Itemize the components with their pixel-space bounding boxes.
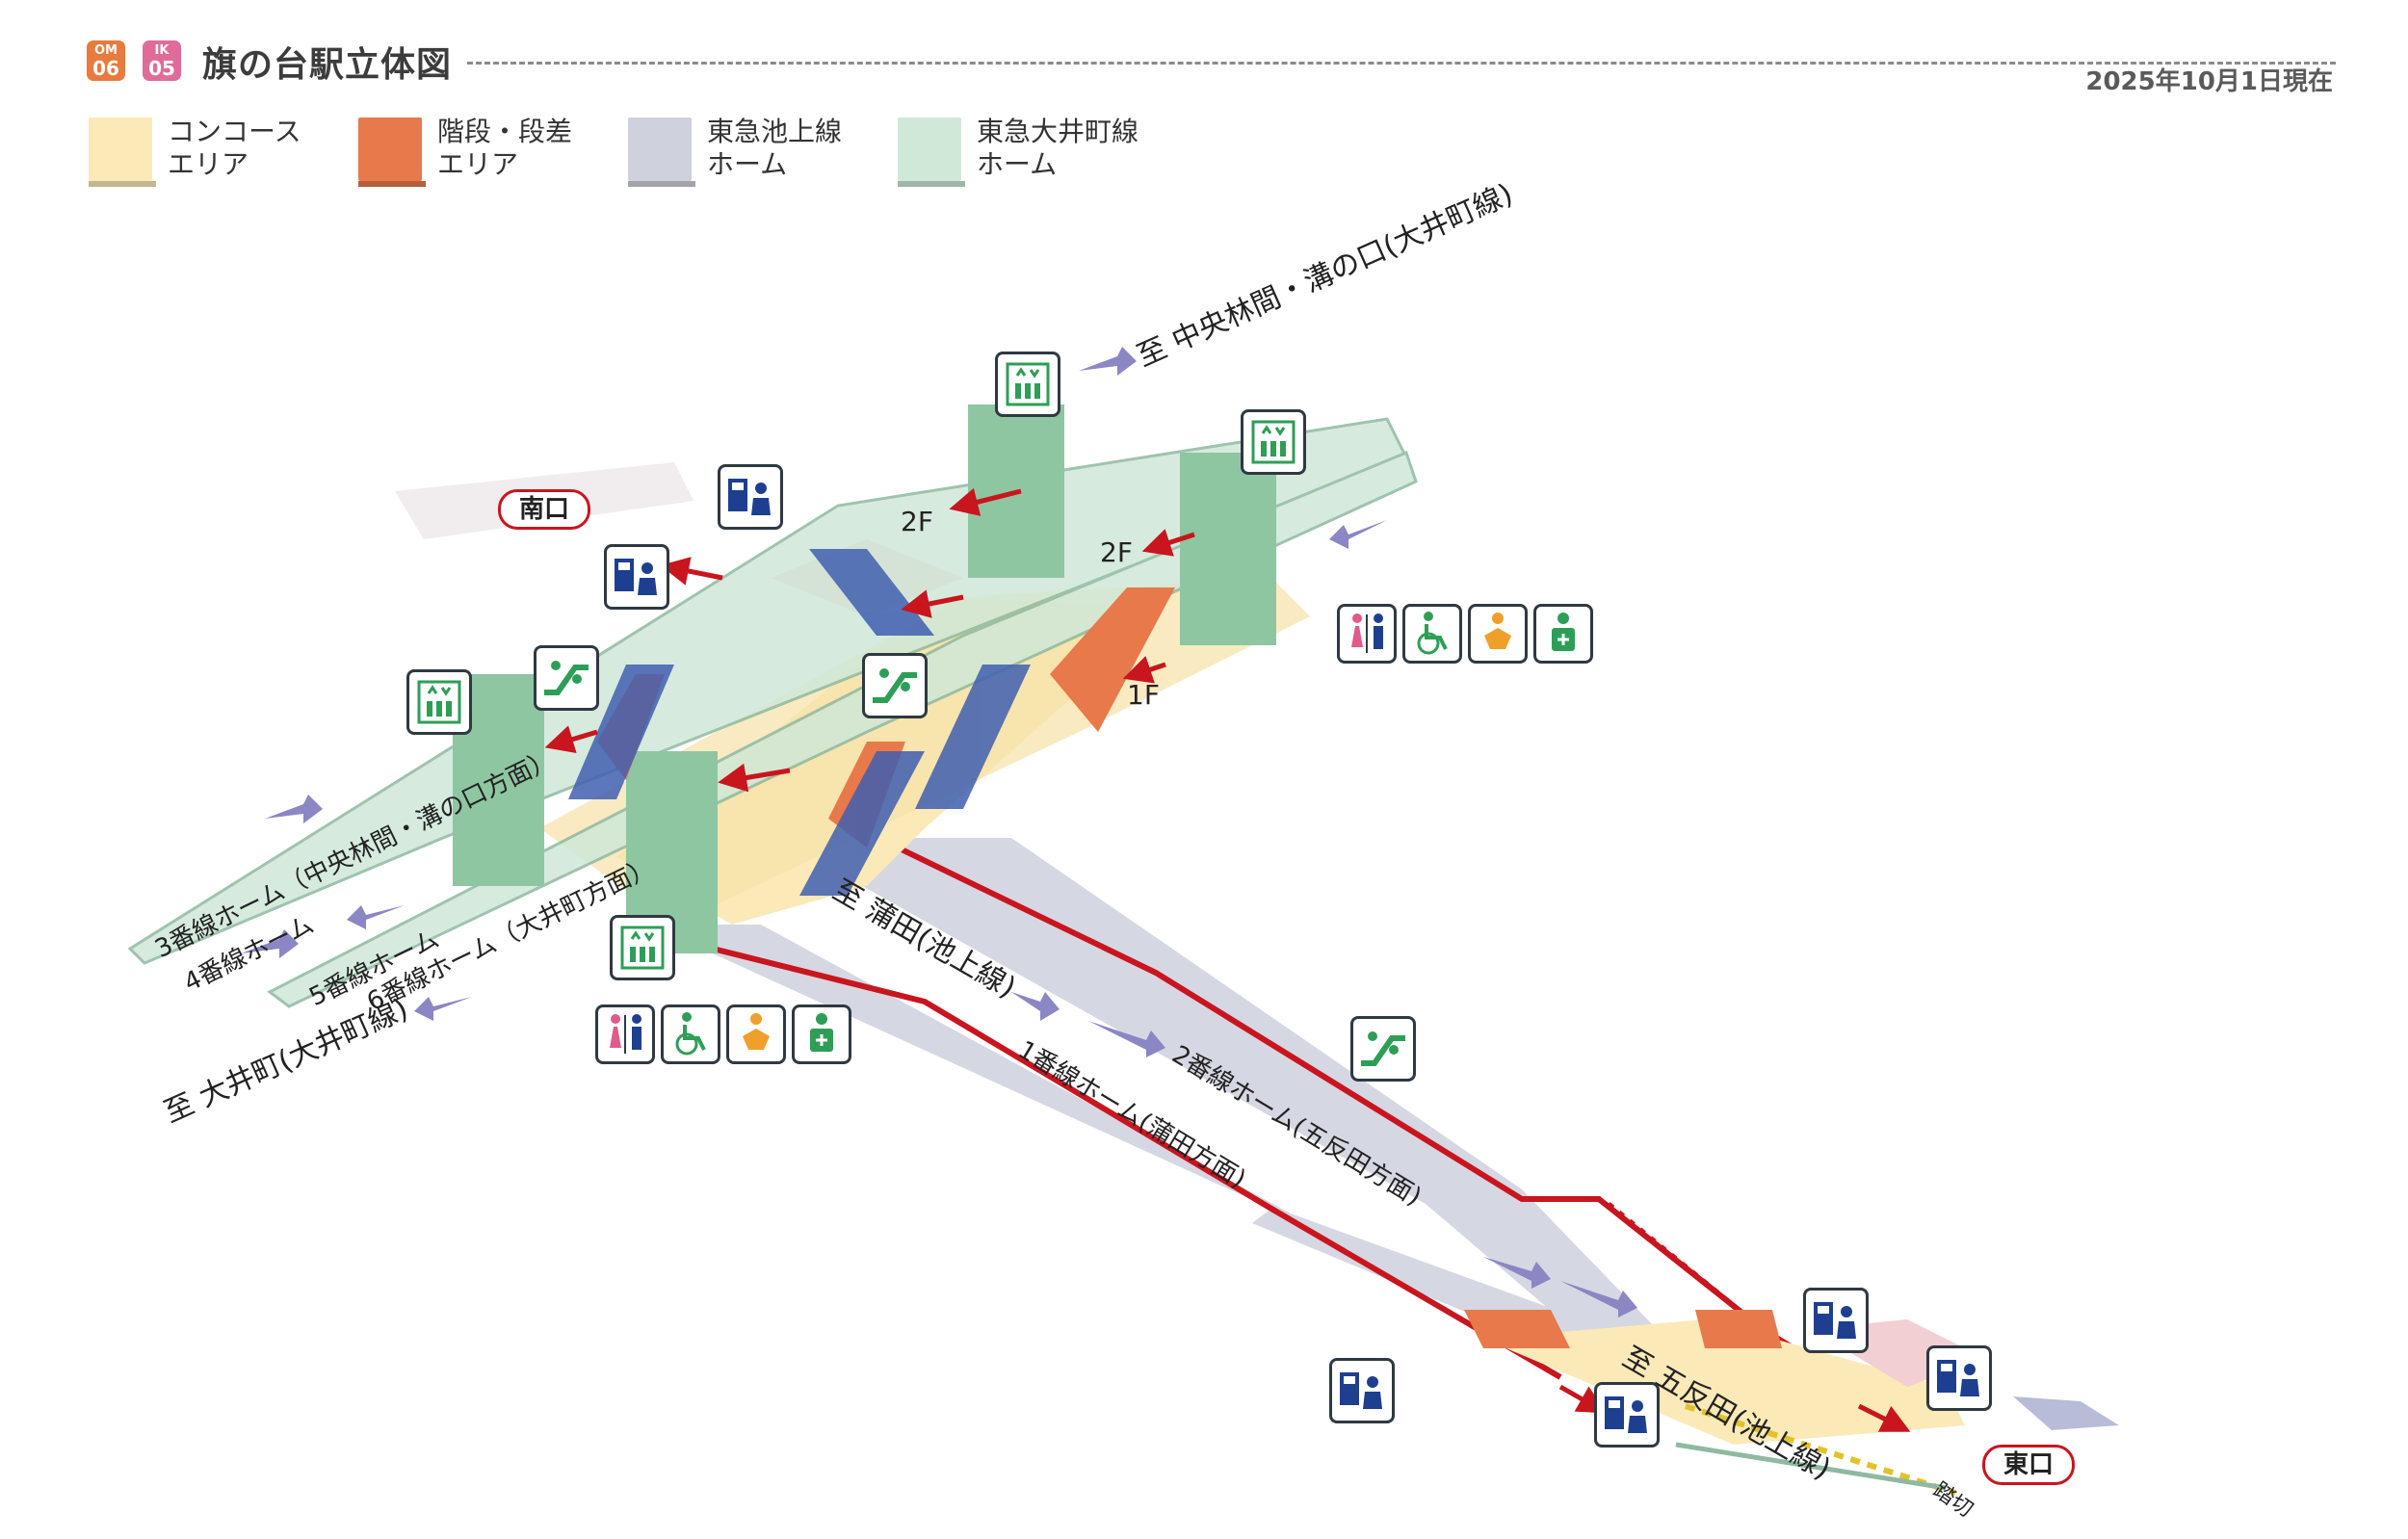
- east-exit-tag: 東口: [1982, 1445, 2075, 1485]
- ticket-machine-icon: [1803, 1288, 1869, 1353]
- elevator-icon: [610, 915, 675, 980]
- ticket-machine-icon: [718, 464, 783, 530]
- elevator-icon: [995, 352, 1060, 417]
- ticket-machine-icon: [1926, 1345, 1992, 1411]
- facility-icons-lower: [595, 1004, 851, 1064]
- elevator-icon: [406, 669, 472, 735]
- accessible-icon: [1402, 604, 1462, 664]
- floor-2f-label-a: 2F: [901, 506, 933, 537]
- title-divider: [467, 62, 2336, 65]
- escalators: [568, 549, 1031, 896]
- as-of-date: 2025年10月1日現在: [2085, 67, 2333, 96]
- baby-room-icon: [726, 1004, 786, 1064]
- railroad-crossing: [1675, 1403, 1956, 1496]
- floor-2f-label-b: 2F: [1100, 536, 1133, 568]
- accessible-icon: [661, 1004, 720, 1064]
- page-title: 旗の台駅立体図: [202, 45, 453, 85]
- direction-arrows: [241, 347, 1637, 1317]
- route-arrows: [544, 487, 1911, 1432]
- escalator-icon: [862, 653, 928, 718]
- first-aid-icon: [1533, 604, 1593, 664]
- escalator-icon: [1350, 1016, 1416, 1082]
- south-exit-tag: 南口: [498, 489, 590, 530]
- restroom-icon: [1337, 604, 1397, 664]
- first-aid-icon: [792, 1004, 851, 1064]
- facility-icons-upper: [1337, 604, 1593, 664]
- floor-1f-label: 1F: [1127, 679, 1160, 711]
- escalator-icon: [534, 645, 599, 711]
- baby-room-icon: [1468, 604, 1528, 664]
- restroom-icon: [595, 1004, 655, 1064]
- elevator-icon: [1241, 409, 1306, 475]
- ticket-machine-icon: [604, 544, 669, 610]
- ticket-machine-icon: [1594, 1382, 1660, 1448]
- ticket-machine-icon: [1329, 1358, 1395, 1423]
